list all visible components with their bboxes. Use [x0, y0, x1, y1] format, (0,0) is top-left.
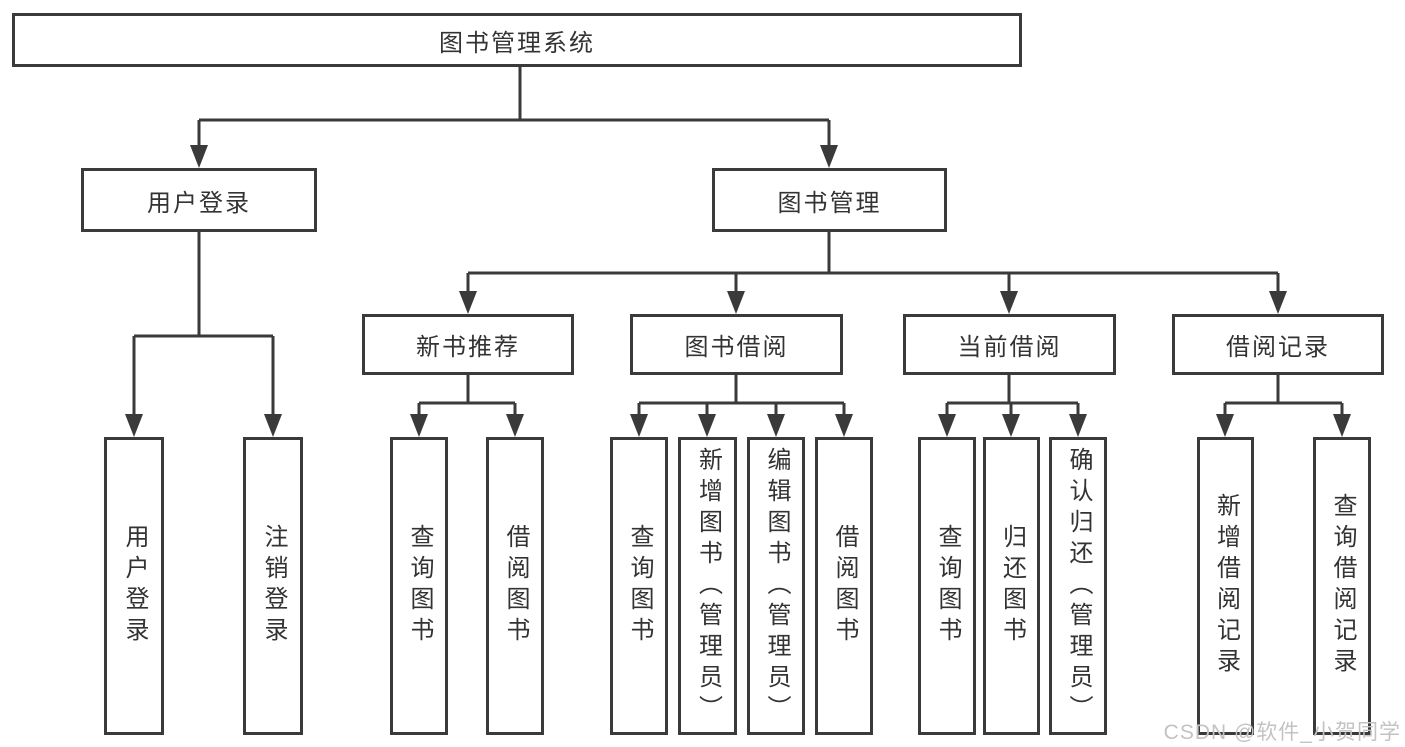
- leaf-add-borrow-record: 新增借阅记录: [1197, 437, 1254, 735]
- leaf-label: 确认归还（管理员）: [1065, 446, 1092, 726]
- csdn-watermark: CSDN @软件_小贺同学: [1163, 721, 1401, 744]
- leaf-label: 新增借阅记录: [1212, 493, 1240, 679]
- leaf-query-book-recommend: 查询图书: [390, 437, 448, 735]
- arrow-down-icon: [410, 414, 428, 437]
- arrow-down-icon: [835, 414, 853, 437]
- leaf-borrow-book-recommend: 借阅图书: [486, 437, 544, 735]
- connector-borrow-record-bus: [1223, 375, 1344, 419]
- leaf-borrow-book: 借阅图书: [815, 437, 873, 735]
- connector-current-borrow-bus: [945, 375, 1080, 419]
- node-label: 图书管理: [777, 189, 882, 217]
- arrow-down-icon: [1216, 414, 1234, 437]
- connector-new-book-bus: [417, 375, 517, 419]
- leaf-label: 查询图书: [934, 524, 961, 648]
- node-current-borrow: 当前借阅: [903, 314, 1116, 375]
- leaf-label: 新增图书（管理员）: [694, 446, 722, 726]
- node-book-management: 图书管理: [712, 168, 947, 232]
- arrow-down-icon: [1269, 291, 1287, 314]
- arrow-down-icon: [698, 414, 716, 437]
- node-label: 当前借阅: [957, 334, 1062, 361]
- node-book-borrow: 图书借阅: [630, 314, 843, 375]
- leaf-label: 编辑图书（管理员）: [763, 446, 790, 726]
- arrow-down-icon: [938, 414, 956, 437]
- node-label: 借阅记录: [1226, 334, 1330, 361]
- arrow-down-icon: [630, 414, 648, 437]
- node-label: 图书借阅: [684, 334, 789, 361]
- leaf-user-login: 用户登录: [104, 437, 164, 735]
- leaf-label: 借阅图书: [502, 524, 529, 648]
- arrow-down-icon: [264, 414, 282, 437]
- leaf-label: 用户登录: [121, 524, 148, 648]
- node-root: 图书管理系统: [12, 13, 1022, 67]
- leaf-add-book-admin: 新增图书（管理员）: [678, 437, 737, 735]
- leaf-query-book-borrow: 查询图书: [610, 437, 668, 735]
- arrow-down-icon: [190, 145, 208, 168]
- arrow-down-icon: [820, 145, 838, 168]
- node-label: 图书管理系统: [439, 29, 595, 57]
- leaf-label: 注销登录: [260, 524, 287, 648]
- arrow-down-icon: [727, 291, 745, 314]
- connector-root-bus: [197, 67, 831, 150]
- arrow-down-icon: [767, 414, 785, 437]
- leaf-edit-book-admin: 编辑图书（管理员）: [747, 437, 805, 735]
- leaf-label: 查询借阅记录: [1329, 493, 1356, 679]
- leaf-label: 借阅图书: [831, 524, 858, 648]
- leaf-confirm-return-admin: 确认归还（管理员）: [1049, 437, 1107, 735]
- leaf-label: 查询图书: [626, 524, 653, 648]
- arrow-down-icon: [1333, 414, 1351, 437]
- arrowheads: [125, 145, 1351, 437]
- arrow-down-icon: [1000, 291, 1018, 314]
- node-borrow-record: 借阅记录: [1172, 314, 1384, 375]
- arrow-down-icon: [506, 414, 524, 437]
- leaf-logout: 注销登录: [243, 437, 303, 735]
- arrow-down-icon: [1002, 414, 1020, 437]
- node-user-login: 用户登录: [81, 168, 317, 232]
- arrow-down-icon: [125, 414, 143, 437]
- connector-user-login-bus: [132, 232, 275, 419]
- node-label: 用户登录: [147, 189, 251, 217]
- leaf-label: 查询图书: [406, 524, 433, 648]
- arrow-down-icon: [459, 291, 477, 314]
- leaf-label: 归还图书: [998, 524, 1026, 648]
- node-label: 新书推荐: [416, 334, 520, 361]
- leaf-query-book-current: 查询图书: [918, 437, 976, 735]
- arrow-down-icon: [1069, 414, 1087, 437]
- leaf-return-book: 归还图书: [983, 437, 1040, 735]
- leaf-query-borrow-record: 查询借阅记录: [1313, 437, 1371, 735]
- connector-book-management-bus: [466, 232, 1280, 296]
- node-new-book-recommend: 新书推荐: [362, 314, 574, 375]
- connector-book-borrow-bus: [637, 375, 846, 419]
